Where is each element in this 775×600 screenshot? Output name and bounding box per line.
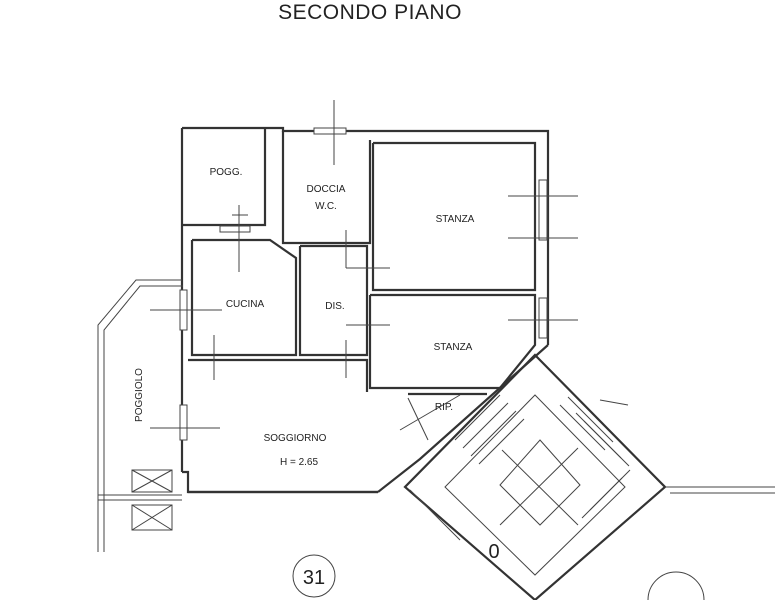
- room-label-soggiorno: SOGGIORNO: [264, 433, 327, 444]
- stair-number-marker: 0: [488, 541, 499, 563]
- plan-title: SECONDO PIANO: [278, 1, 462, 24]
- ceiling-height-label: H = 2.65: [280, 457, 319, 468]
- room-label-wc: W.C.: [315, 201, 337, 212]
- room-label-pogg: POGG.: [210, 167, 243, 178]
- hatched-boxes: [131, 469, 173, 531]
- wall-ticks: [150, 100, 578, 429]
- room-label-doccia: DOCCIA: [307, 184, 346, 195]
- room-label-poggiolo: POGGIOLO: [134, 368, 145, 422]
- room-label-dis: DIS.: [325, 301, 344, 312]
- stair-treads: [454, 394, 631, 519]
- room-label-stanza-2: STANZA: [434, 342, 473, 353]
- stair-number: 0: [488, 541, 499, 563]
- room-labels: POGG. DOCCIA W.C. STANZA CUCINA DIS. STA…: [134, 167, 475, 468]
- building-number: 31: [303, 567, 325, 589]
- interior-walls: [182, 128, 537, 441]
- room-label-rip: RIP.: [435, 402, 453, 413]
- room-label-cucina: CUCINA: [226, 299, 265, 310]
- room-label-stanza-1: STANZA: [436, 214, 475, 225]
- balcony-outline: [97, 279, 183, 552]
- stairwell: [399, 353, 775, 600]
- partial-circle-marker: [647, 571, 705, 600]
- building-number-marker: 31: [292, 554, 336, 598]
